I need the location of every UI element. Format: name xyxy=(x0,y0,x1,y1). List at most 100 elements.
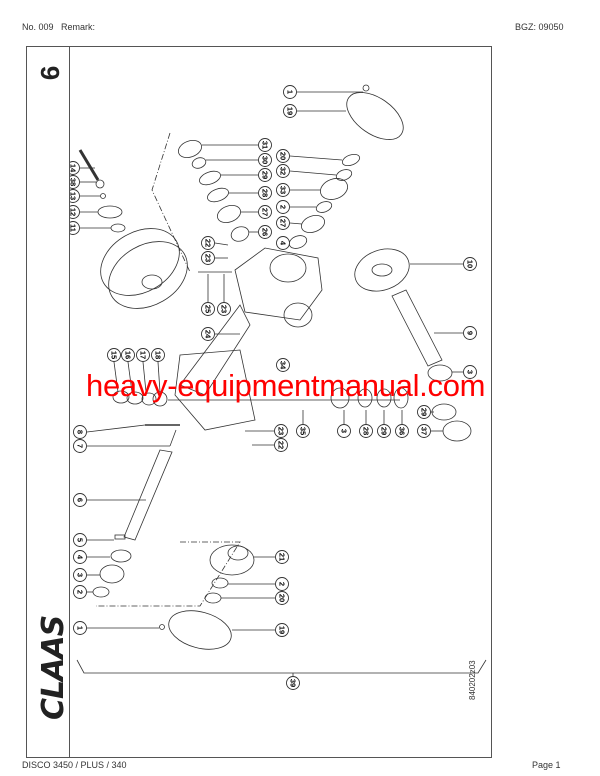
drawing-frame xyxy=(26,46,492,758)
claas-logo: CLAAS xyxy=(36,615,71,720)
svg-text:6: 6 xyxy=(76,498,85,502)
svg-text:29: 29 xyxy=(420,408,429,416)
svg-text:3: 3 xyxy=(466,370,475,374)
callout-23: 23 xyxy=(274,424,288,438)
svg-text:28: 28 xyxy=(261,189,270,197)
svg-text:23: 23 xyxy=(204,254,213,262)
callout-21: 21 xyxy=(275,550,289,564)
svg-text:37: 37 xyxy=(420,427,429,435)
callout-17: 17 xyxy=(136,348,150,362)
callout-29: 29 xyxy=(417,405,431,419)
svg-text:28: 28 xyxy=(362,427,371,435)
callout-22: 22 xyxy=(274,438,288,452)
callout-15: 15 xyxy=(107,348,121,362)
svg-text:26: 26 xyxy=(261,228,270,236)
callout-36: 36 xyxy=(395,424,409,438)
remark-label: Remark: xyxy=(61,22,96,32)
callout-12: 12 xyxy=(70,205,80,219)
callout-34: 34 xyxy=(276,358,290,372)
callout-29: 29 xyxy=(258,168,272,182)
callout-23: 23 xyxy=(217,302,231,316)
svg-text:4: 4 xyxy=(76,555,85,560)
callout-24: 24 xyxy=(201,327,215,341)
group-number: 9 xyxy=(35,65,65,81)
callout-2: 2 xyxy=(275,577,289,591)
watermark-text: heavy-equipmentmanual.com xyxy=(86,368,486,403)
callout-38: 38 xyxy=(70,175,80,189)
svg-text:2: 2 xyxy=(279,205,288,209)
svg-text:30: 30 xyxy=(261,156,270,164)
svg-text:3: 3 xyxy=(340,429,349,433)
svg-text:24: 24 xyxy=(204,330,213,339)
callout-27: 27 xyxy=(258,205,272,219)
svg-text:2: 2 xyxy=(278,582,287,586)
drawing-code: 840202z03 xyxy=(468,660,477,700)
callout-2: 2 xyxy=(276,200,290,214)
svg-text:39: 39 xyxy=(289,679,298,687)
svg-text:4: 4 xyxy=(279,241,288,246)
callout-18: 18 xyxy=(151,348,165,362)
svg-text:8: 8 xyxy=(76,430,85,434)
callout-20: 20 xyxy=(275,591,289,605)
svg-text:31: 31 xyxy=(261,141,270,149)
svg-text:27: 27 xyxy=(261,208,270,216)
svg-text:29: 29 xyxy=(261,171,270,179)
callout-29: 29 xyxy=(377,424,391,438)
callout-23: 23 xyxy=(201,251,215,265)
callout-13: 13 xyxy=(70,189,80,203)
callout-2: 2 xyxy=(73,585,87,599)
svg-text:1: 1 xyxy=(76,626,85,630)
callout-3: 3 xyxy=(463,365,477,379)
svg-text:35: 35 xyxy=(299,427,308,435)
callout-26: 26 xyxy=(258,225,272,239)
side-column xyxy=(26,46,70,758)
sheet-number: No. 009 xyxy=(22,22,54,32)
callout-19: 19 xyxy=(275,623,289,637)
callout-4: 4 xyxy=(276,236,290,250)
callout-9: 9 xyxy=(463,326,477,340)
footer-page: Page 1 xyxy=(532,760,561,770)
callout-19: 19 xyxy=(283,104,297,118)
svg-text:9: 9 xyxy=(466,331,475,335)
callout-14: 14 xyxy=(70,161,80,175)
callout-4: 4 xyxy=(73,550,87,564)
svg-text:10: 10 xyxy=(466,260,475,268)
callout-25: 25 xyxy=(201,302,215,316)
svg-text:7: 7 xyxy=(76,444,85,448)
svg-text:36: 36 xyxy=(398,427,407,435)
svg-text:21: 21 xyxy=(278,553,287,561)
svg-text:1: 1 xyxy=(286,90,295,94)
svg-text:3: 3 xyxy=(76,573,85,577)
callout-7: 7 xyxy=(73,439,87,453)
callout-31: 31 xyxy=(258,138,272,152)
callout-39: 39 xyxy=(286,676,300,690)
svg-text:27: 27 xyxy=(279,219,288,227)
exploded-parts-diagram: 1193120303229283322727264222325232434143… xyxy=(70,84,487,690)
svg-text:17: 17 xyxy=(139,351,148,359)
callout-37: 37 xyxy=(417,424,431,438)
svg-text:2: 2 xyxy=(76,590,85,594)
callout-6: 6 xyxy=(73,493,87,507)
callout-5: 5 xyxy=(73,533,87,547)
callout-16: 16 xyxy=(121,348,135,362)
svg-text:22: 22 xyxy=(204,239,213,247)
callout-10: 10 xyxy=(463,257,477,271)
svg-text:20: 20 xyxy=(279,152,288,160)
svg-text:22: 22 xyxy=(277,441,286,449)
callout-11: 11 xyxy=(70,221,80,235)
callout-35: 35 xyxy=(296,424,310,438)
callout-22: 22 xyxy=(201,236,215,250)
svg-text:34: 34 xyxy=(279,361,288,370)
callout-1: 1 xyxy=(283,85,297,99)
callout-32: 32 xyxy=(276,164,290,178)
footer-model: DISCO 3450 / PLUS / 340 xyxy=(22,760,127,770)
callout-28: 28 xyxy=(258,186,272,200)
callout-1: 1 xyxy=(73,621,87,635)
callout-8: 8 xyxy=(73,425,87,439)
svg-text:23: 23 xyxy=(220,305,229,313)
header-number-remark: No. 009 Remark: xyxy=(22,22,95,32)
svg-text:16: 16 xyxy=(124,351,133,359)
svg-text:15: 15 xyxy=(110,351,119,359)
callout-3: 3 xyxy=(337,424,351,438)
